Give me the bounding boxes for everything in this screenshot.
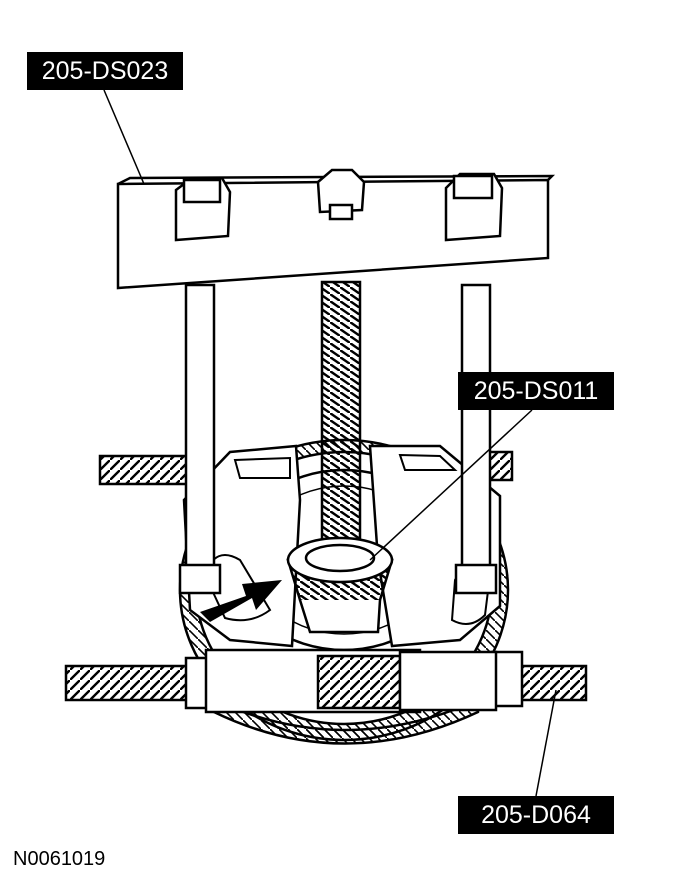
callout-205-ds023: 205-DS023 <box>27 52 183 90</box>
bearing <box>286 536 394 634</box>
callout-205-ds011: 205-DS011 <box>458 372 614 410</box>
callout-205-d064: 205-D064 <box>458 796 614 834</box>
crossbar <box>116 168 556 290</box>
leader-lines <box>103 89 557 797</box>
center-screw <box>320 280 362 562</box>
puller-legs <box>178 283 498 595</box>
direction-arrow <box>200 580 282 622</box>
separator-bar <box>64 648 588 714</box>
figure-id: N0061019 <box>13 848 106 870</box>
